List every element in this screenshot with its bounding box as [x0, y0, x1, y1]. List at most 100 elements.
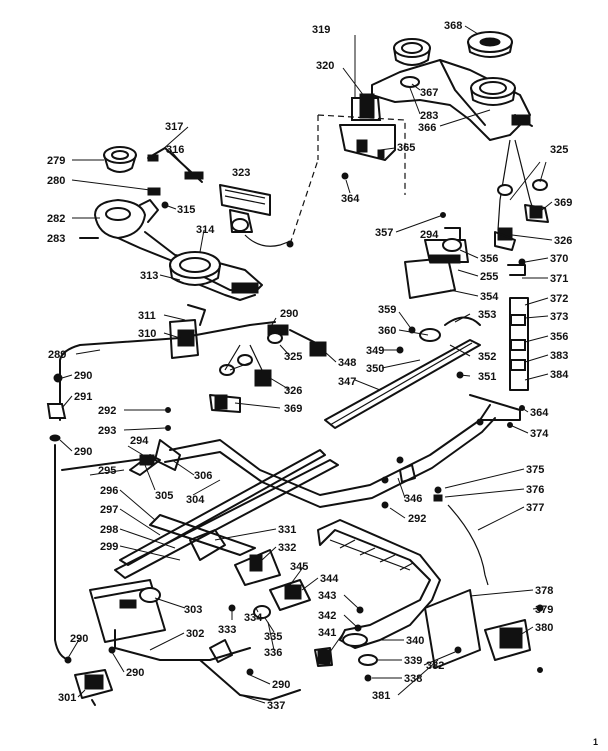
- label-371: 371: [550, 273, 568, 285]
- left-burner-assembly: [79, 146, 263, 301]
- right-burner-assembly: [371, 31, 533, 141]
- label-368: 368: [444, 20, 462, 32]
- label-325: 325: [550, 144, 568, 156]
- label-341: 341: [318, 627, 336, 639]
- label-303: 303: [184, 604, 202, 616]
- label-295: 295: [98, 465, 116, 477]
- label-343: 343: [318, 590, 336, 602]
- label-326: 326: [554, 235, 572, 247]
- label-317: 317: [165, 121, 183, 133]
- label-379: 379: [535, 604, 553, 616]
- right-valve-assembly: [494, 139, 549, 251]
- label-283: 283: [420, 110, 438, 122]
- label-349: 349: [366, 345, 384, 357]
- label-314: 314: [196, 224, 215, 236]
- lower-frame: [89, 449, 339, 643]
- label-297: 297: [100, 504, 118, 516]
- label-337: 337: [267, 700, 285, 712]
- label-306: 306: [194, 470, 212, 482]
- label-313: 313: [140, 270, 158, 282]
- center-valve-block: [404, 227, 469, 299]
- label-374: 374: [530, 428, 549, 440]
- label-336: 336: [264, 647, 282, 659]
- label-301: 301: [58, 692, 76, 704]
- label-305: 305: [155, 490, 173, 502]
- label-375: 375: [526, 464, 544, 476]
- label-291: 291: [74, 391, 92, 403]
- label-364b: 364: [530, 407, 549, 419]
- label-348: 348: [338, 357, 356, 369]
- label-344: 344: [320, 573, 339, 585]
- label-359: 359: [378, 304, 396, 316]
- label-364: 364: [341, 193, 360, 205]
- hardware-points: [440, 212, 543, 673]
- label-326b: 326: [284, 385, 302, 397]
- right-bracket-assembly: [507, 258, 529, 391]
- label-325b: 325: [284, 351, 302, 363]
- label-339: 339: [404, 655, 422, 667]
- label-384: 384: [550, 369, 569, 381]
- label-323: 323: [232, 167, 250, 179]
- lower-gas-line: [64, 629, 301, 706]
- label-367: 367: [420, 87, 438, 99]
- label-292b: 292: [408, 513, 426, 525]
- label-378: 378: [535, 585, 553, 597]
- label-255: 255: [480, 271, 498, 283]
- label-310: 310: [138, 328, 156, 340]
- label-381: 381: [372, 690, 390, 702]
- label-302: 302: [186, 628, 204, 640]
- label-316: 316: [166, 144, 184, 156]
- spark-igniter-assembly: [317, 35, 406, 195]
- label-334: 334: [244, 612, 263, 624]
- label-320: 320: [316, 60, 334, 72]
- label-294: 294: [420, 229, 439, 241]
- label-290d: 290: [70, 633, 88, 645]
- label-377: 377: [526, 502, 544, 514]
- leader-lines: [59, 25, 553, 704]
- label-340: 340: [406, 635, 424, 647]
- oven-burner-340: [314, 519, 441, 682]
- label-289: 289: [48, 349, 66, 361]
- label-283b: 283: [47, 233, 65, 245]
- label-304: 304: [186, 494, 205, 506]
- thermostat-plate: [424, 589, 544, 669]
- igniter-bracket-323: [219, 159, 319, 248]
- label-290f: 290: [272, 679, 290, 691]
- label-353: 353: [478, 309, 496, 321]
- label-383: 383: [550, 350, 568, 362]
- label-311: 311: [138, 310, 156, 322]
- label-338: 338: [404, 673, 422, 685]
- label-345: 345: [290, 561, 308, 573]
- label-360: 360: [378, 325, 396, 337]
- label-373: 373: [550, 311, 568, 323]
- label-293: 293: [98, 425, 116, 437]
- part-labels: 319 320 368 367 283 366 365 364 317 316 …: [47, 20, 598, 747]
- label-366: 366: [418, 122, 436, 134]
- label-290c: 290: [74, 446, 92, 458]
- label-357: 357: [375, 227, 393, 239]
- label-296: 296: [100, 485, 118, 497]
- label-372: 372: [550, 293, 568, 305]
- label-290b: 290: [74, 370, 92, 382]
- label-290: 290: [280, 308, 298, 320]
- label-315: 315: [177, 204, 195, 216]
- label-380: 380: [535, 622, 553, 634]
- label-298: 298: [100, 524, 118, 536]
- label-365: 365: [397, 142, 415, 154]
- label-369b: 369: [284, 403, 302, 415]
- page-number: 1: [593, 737, 598, 747]
- label-335: 335: [264, 631, 282, 643]
- label-280: 280: [47, 175, 65, 187]
- label-352: 352: [478, 351, 496, 363]
- label-331: 331: [278, 524, 296, 536]
- label-299: 299: [100, 541, 118, 553]
- label-382: 382: [426, 660, 444, 672]
- label-332: 332: [278, 542, 296, 554]
- burner-rail-347: [324, 316, 481, 429]
- thermocouple-375-377: [381, 464, 489, 586]
- label-279: 279: [47, 155, 65, 167]
- label-333: 333: [218, 624, 236, 636]
- label-354: 354: [480, 291, 499, 303]
